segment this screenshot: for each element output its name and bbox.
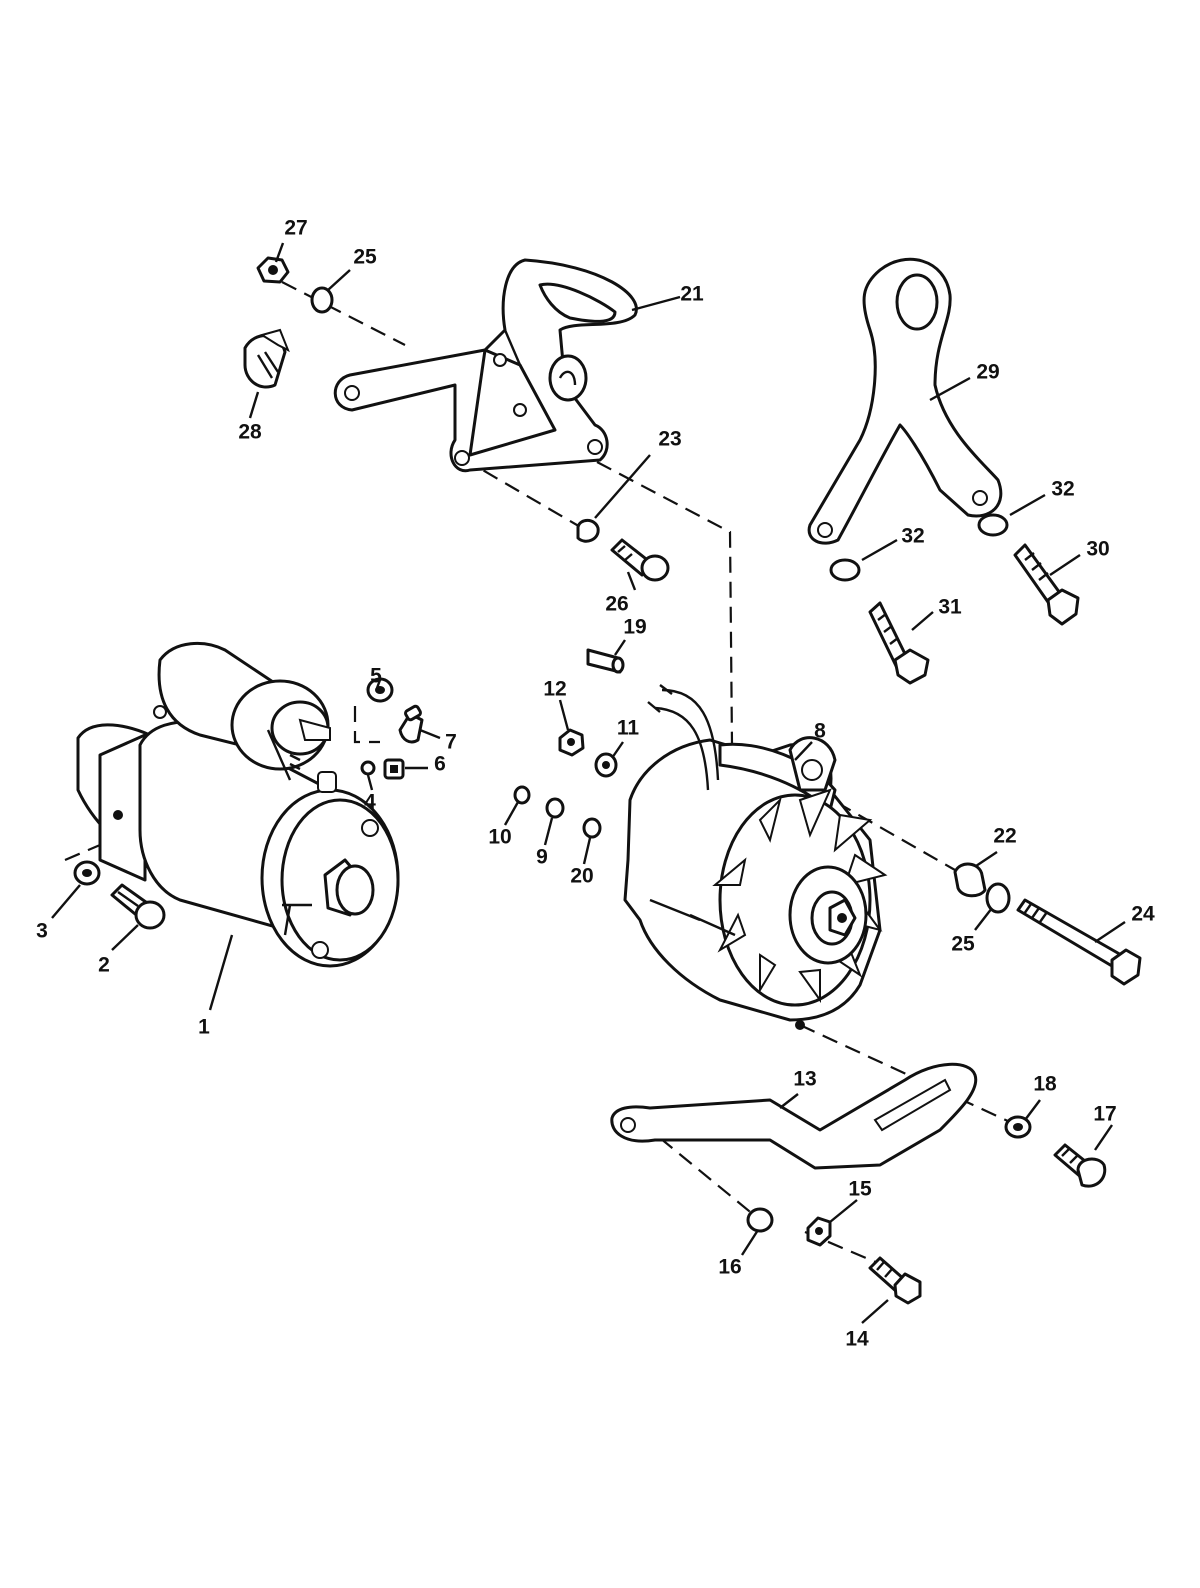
callout-25-top: 25 (353, 246, 377, 269)
lifting-eye (807, 257, 1003, 545)
callout-3: 3 (36, 920, 48, 943)
callout-31: 31 (938, 596, 962, 619)
callout-23: 23 (658, 428, 681, 451)
callout-2: 2 (98, 954, 110, 977)
callout-20: 20 (570, 865, 593, 888)
alternator-mount-bracket (333, 258, 638, 473)
callout-19: 19 (623, 616, 646, 639)
adjusting-arm-hardware (746, 1115, 1107, 1305)
callout-15: 15 (848, 1178, 872, 1201)
bracket-bolt-set (576, 518, 670, 674)
callout-5: 5 (370, 665, 382, 688)
callout-26: 26 (605, 593, 628, 616)
callout-30: 30 (1086, 538, 1109, 561)
callout-8: 8 (814, 720, 826, 743)
callout-25-bottom: 25 (951, 933, 975, 956)
callout-28: 28 (238, 421, 262, 444)
callout-10: 10 (488, 826, 511, 849)
callout-16: 16 (718, 1256, 741, 1279)
callout-24: 24 (1131, 903, 1155, 926)
pivot-bolt-set (953, 862, 1142, 986)
callout-17: 17 (1093, 1103, 1116, 1126)
terminal-hardware (513, 728, 618, 839)
callout-22: 22 (993, 825, 1016, 848)
callout-21: 21 (680, 283, 704, 306)
callout-7: 7 (445, 731, 457, 754)
adjusting-arm (610, 1062, 978, 1170)
callout-13: 13 (793, 1068, 816, 1091)
callout-12: 12 (543, 678, 566, 701)
leader-lines (51, 242, 1126, 1324)
bracket-hardware (243, 256, 334, 389)
alternator (623, 684, 888, 1030)
callout-27: 27 (284, 217, 307, 240)
alternator-fan (712, 788, 888, 1004)
callout-32-left: 32 (901, 525, 924, 548)
callout-9: 9 (536, 846, 548, 869)
starter-motor (76, 641, 400, 968)
callout-14: 14 (845, 1328, 869, 1351)
callout-labels: 27 25 21 28 29 23 32 32 30 31 26 19 5 7 … (36, 217, 1155, 1351)
callout-29: 29 (976, 361, 999, 384)
callout-11: 11 (617, 717, 640, 740)
callout-18: 18 (1033, 1073, 1057, 1096)
callout-32-right: 32 (1051, 478, 1074, 501)
starter-fasteners (73, 677, 424, 930)
callout-6: 6 (434, 753, 446, 776)
callout-1: 1 (198, 1016, 210, 1039)
lifting-eye-hardware (829, 513, 1080, 685)
callout-4: 4 (364, 791, 376, 814)
